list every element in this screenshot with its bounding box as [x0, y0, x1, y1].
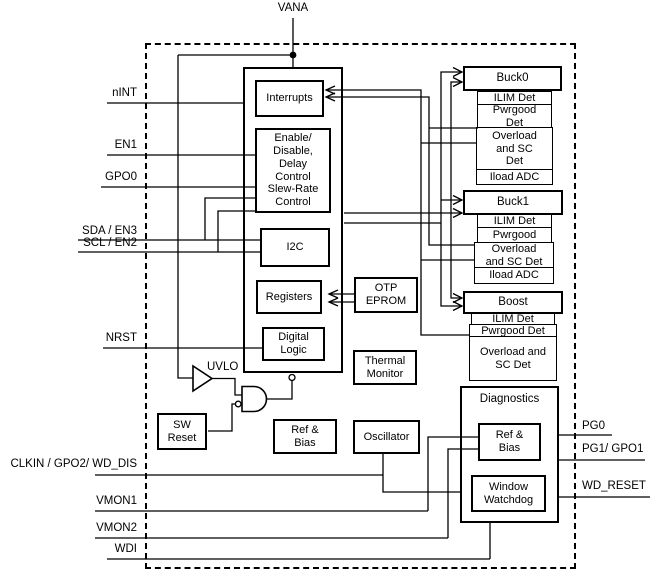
block-boost: Boost: [463, 291, 563, 314]
pin-nrst: NRST: [105, 332, 137, 344]
pin-nint: nINT: [112, 87, 137, 99]
block-i2c: I2C: [260, 228, 330, 267]
pin-scl-en2: SCL / EN2: [83, 237, 137, 249]
block-interrupts: Interrupts: [255, 80, 324, 117]
block-buck0-ilim-det: ILIM Det: [477, 91, 552, 106]
block-boost-pwrgood-det: Pwrgood Det: [469, 324, 557, 338]
pin-sda-en3: SDA / EN3: [82, 225, 137, 237]
block-buck0-overload-sc-det: Overload and SC Det: [476, 127, 553, 171]
block-ref-bias: Ref & Bias: [273, 419, 337, 454]
block-thermal-monitor: Thermal Monitor: [353, 350, 417, 385]
pin-gpo0: GPO0: [105, 171, 137, 183]
pin-en1: EN1: [114, 139, 137, 151]
block-registers: Registers: [256, 280, 322, 314]
pin-pg0: PG0: [582, 420, 606, 432]
block-boost-ilim-det: ILIM Det: [471, 313, 555, 326]
block-window-watchdog: Window Watchdog: [471, 475, 546, 512]
block-buck0-pwrgood-det: Pwrgood Det: [477, 104, 552, 129]
block-buck0-iload-adc: Iload ADC: [476, 169, 553, 185]
block-buck1-overload-sc-det: Overload and SC Det: [474, 242, 554, 269]
block-buck1-ilim-det: ILIM Det: [477, 214, 552, 229]
uvlo-label: UVLO: [207, 361, 239, 373]
pin-wdi: WDI: [114, 543, 137, 555]
block-buck1: Buck1: [463, 190, 563, 215]
block-otp-eprom: OTP EPROM: [354, 277, 418, 313]
block-enable-disable-control: Enable/ Disable, Delay Control Slew-Rate…: [255, 128, 331, 213]
block-buck1-iload-adc: Iload ADC: [474, 267, 554, 284]
pin-vana: VANA: [277, 2, 309, 14]
pin-vmon1: VMON1: [96, 495, 137, 507]
block-buck1-pwrgood: Pwrgood: [477, 227, 552, 244]
block-sw-reset: SW Reset: [157, 413, 207, 450]
pin-vmon2: VMON2: [96, 522, 137, 534]
pin-clkin-gpo2-wddis: CLKIN / GPO2/ WD_DIS: [10, 458, 137, 470]
pin-wd-reset: WD_RESET: [582, 480, 646, 492]
block-buck0: Buck0: [463, 66, 562, 91]
block-digital-logic: Digital Logic: [262, 327, 325, 361]
chip-boundary: [145, 43, 576, 569]
block-diagnostics-ref-bias: Ref & Bias: [478, 423, 541, 461]
block-boost-overload-sc-det: Overload and SC Det: [469, 336, 557, 381]
pin-pg1-gpo1: PG1/ GPO1: [582, 443, 644, 455]
block-oscillator: Oscillator: [353, 420, 420, 454]
diagnostics-title: Diagnostics: [479, 393, 540, 405]
